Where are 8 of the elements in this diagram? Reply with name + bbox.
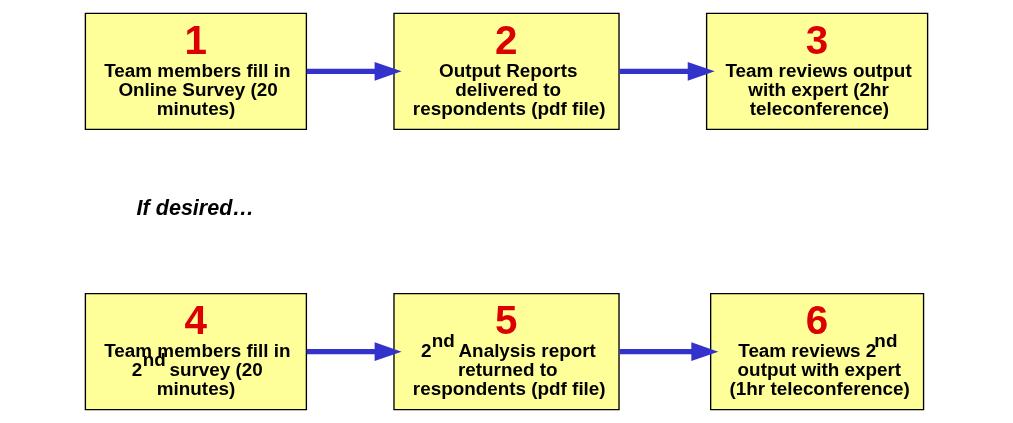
node-box: 3 Team reviews output with expert (2hr teleconference) — [705, 12, 929, 130]
node-box: 1 Team members fill in Online Survey (20 minutes) — [84, 12, 308, 130]
arrow — [619, 342, 719, 362]
arrow — [306, 342, 402, 362]
arrow — [619, 61, 715, 81]
label: If desired… — [136, 195, 254, 221]
node-box: 2 Output Reports delivered to respondents (pdf file) — [393, 12, 620, 130]
arrow — [306, 61, 402, 81]
